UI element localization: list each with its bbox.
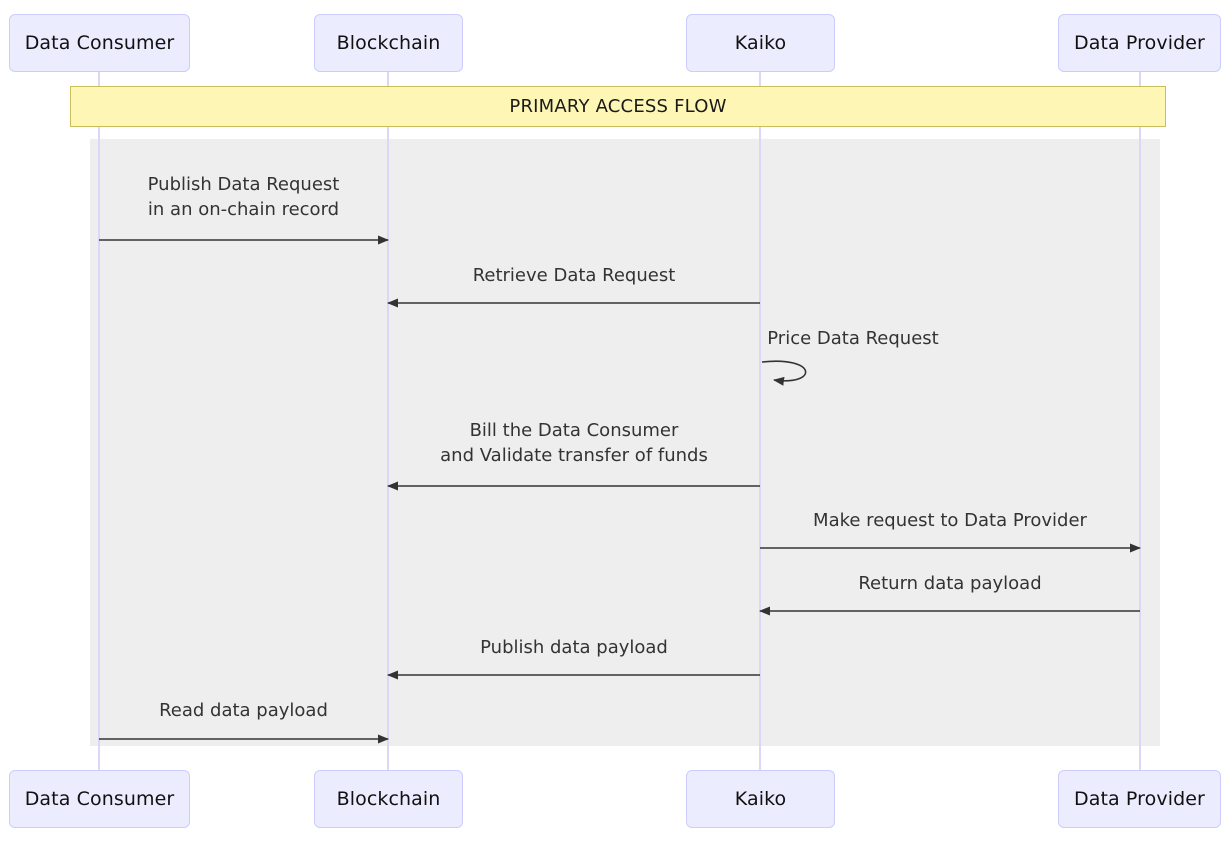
participant-consumer-top[interactable]: Data Consumer (9, 14, 190, 72)
message-label-3: Price Data Request (767, 328, 939, 349)
participant-label: Blockchain (336, 788, 441, 810)
message-label-7: Publish data payload (480, 637, 668, 658)
lifeline-consumer (98, 72, 100, 770)
participant-label: Data Consumer (24, 32, 175, 54)
participant-kaiko-top[interactable]: Kaiko (686, 14, 835, 72)
participant-label: Data Consumer (24, 788, 175, 810)
participant-label: Data Provider (1074, 32, 1205, 54)
participant-kaiko-bottom[interactable]: Kaiko (686, 770, 835, 828)
region-label-banner: PRIMARY ACCESS FLOW (70, 86, 1166, 127)
lifeline-blockchain (387, 72, 389, 770)
lifeline-kaiko (759, 72, 761, 770)
message-label-6: Return data payload (858, 573, 1042, 594)
lifeline-provider (1139, 72, 1141, 770)
participant-consumer-bottom[interactable]: Data Consumer (9, 770, 190, 828)
participant-blockchain-bottom[interactable]: Blockchain (314, 770, 463, 828)
message-label-5: Make request to Data Provider (813, 510, 1087, 531)
message-label-8: Read data payload (159, 700, 328, 721)
message-label-2: Retrieve Data Request (472, 265, 676, 286)
region-label-text: PRIMARY ACCESS FLOW (509, 96, 727, 117)
participant-label: Data Provider (1074, 788, 1205, 810)
message-label-1: Publish Data Request in an on-chain reco… (147, 174, 340, 220)
participant-label: Kaiko (734, 32, 787, 54)
participant-provider-bottom[interactable]: Data Provider (1058, 770, 1221, 828)
message-arrow-self-3 (761, 360, 807, 386)
participant-blockchain-top[interactable]: Blockchain (314, 14, 463, 72)
participant-provider-top[interactable]: Data Provider (1058, 14, 1221, 72)
message-label-4: Bill the Data Consumer and Validate tran… (440, 420, 708, 466)
participant-label: Kaiko (734, 788, 787, 810)
participant-label: Blockchain (336, 32, 441, 54)
